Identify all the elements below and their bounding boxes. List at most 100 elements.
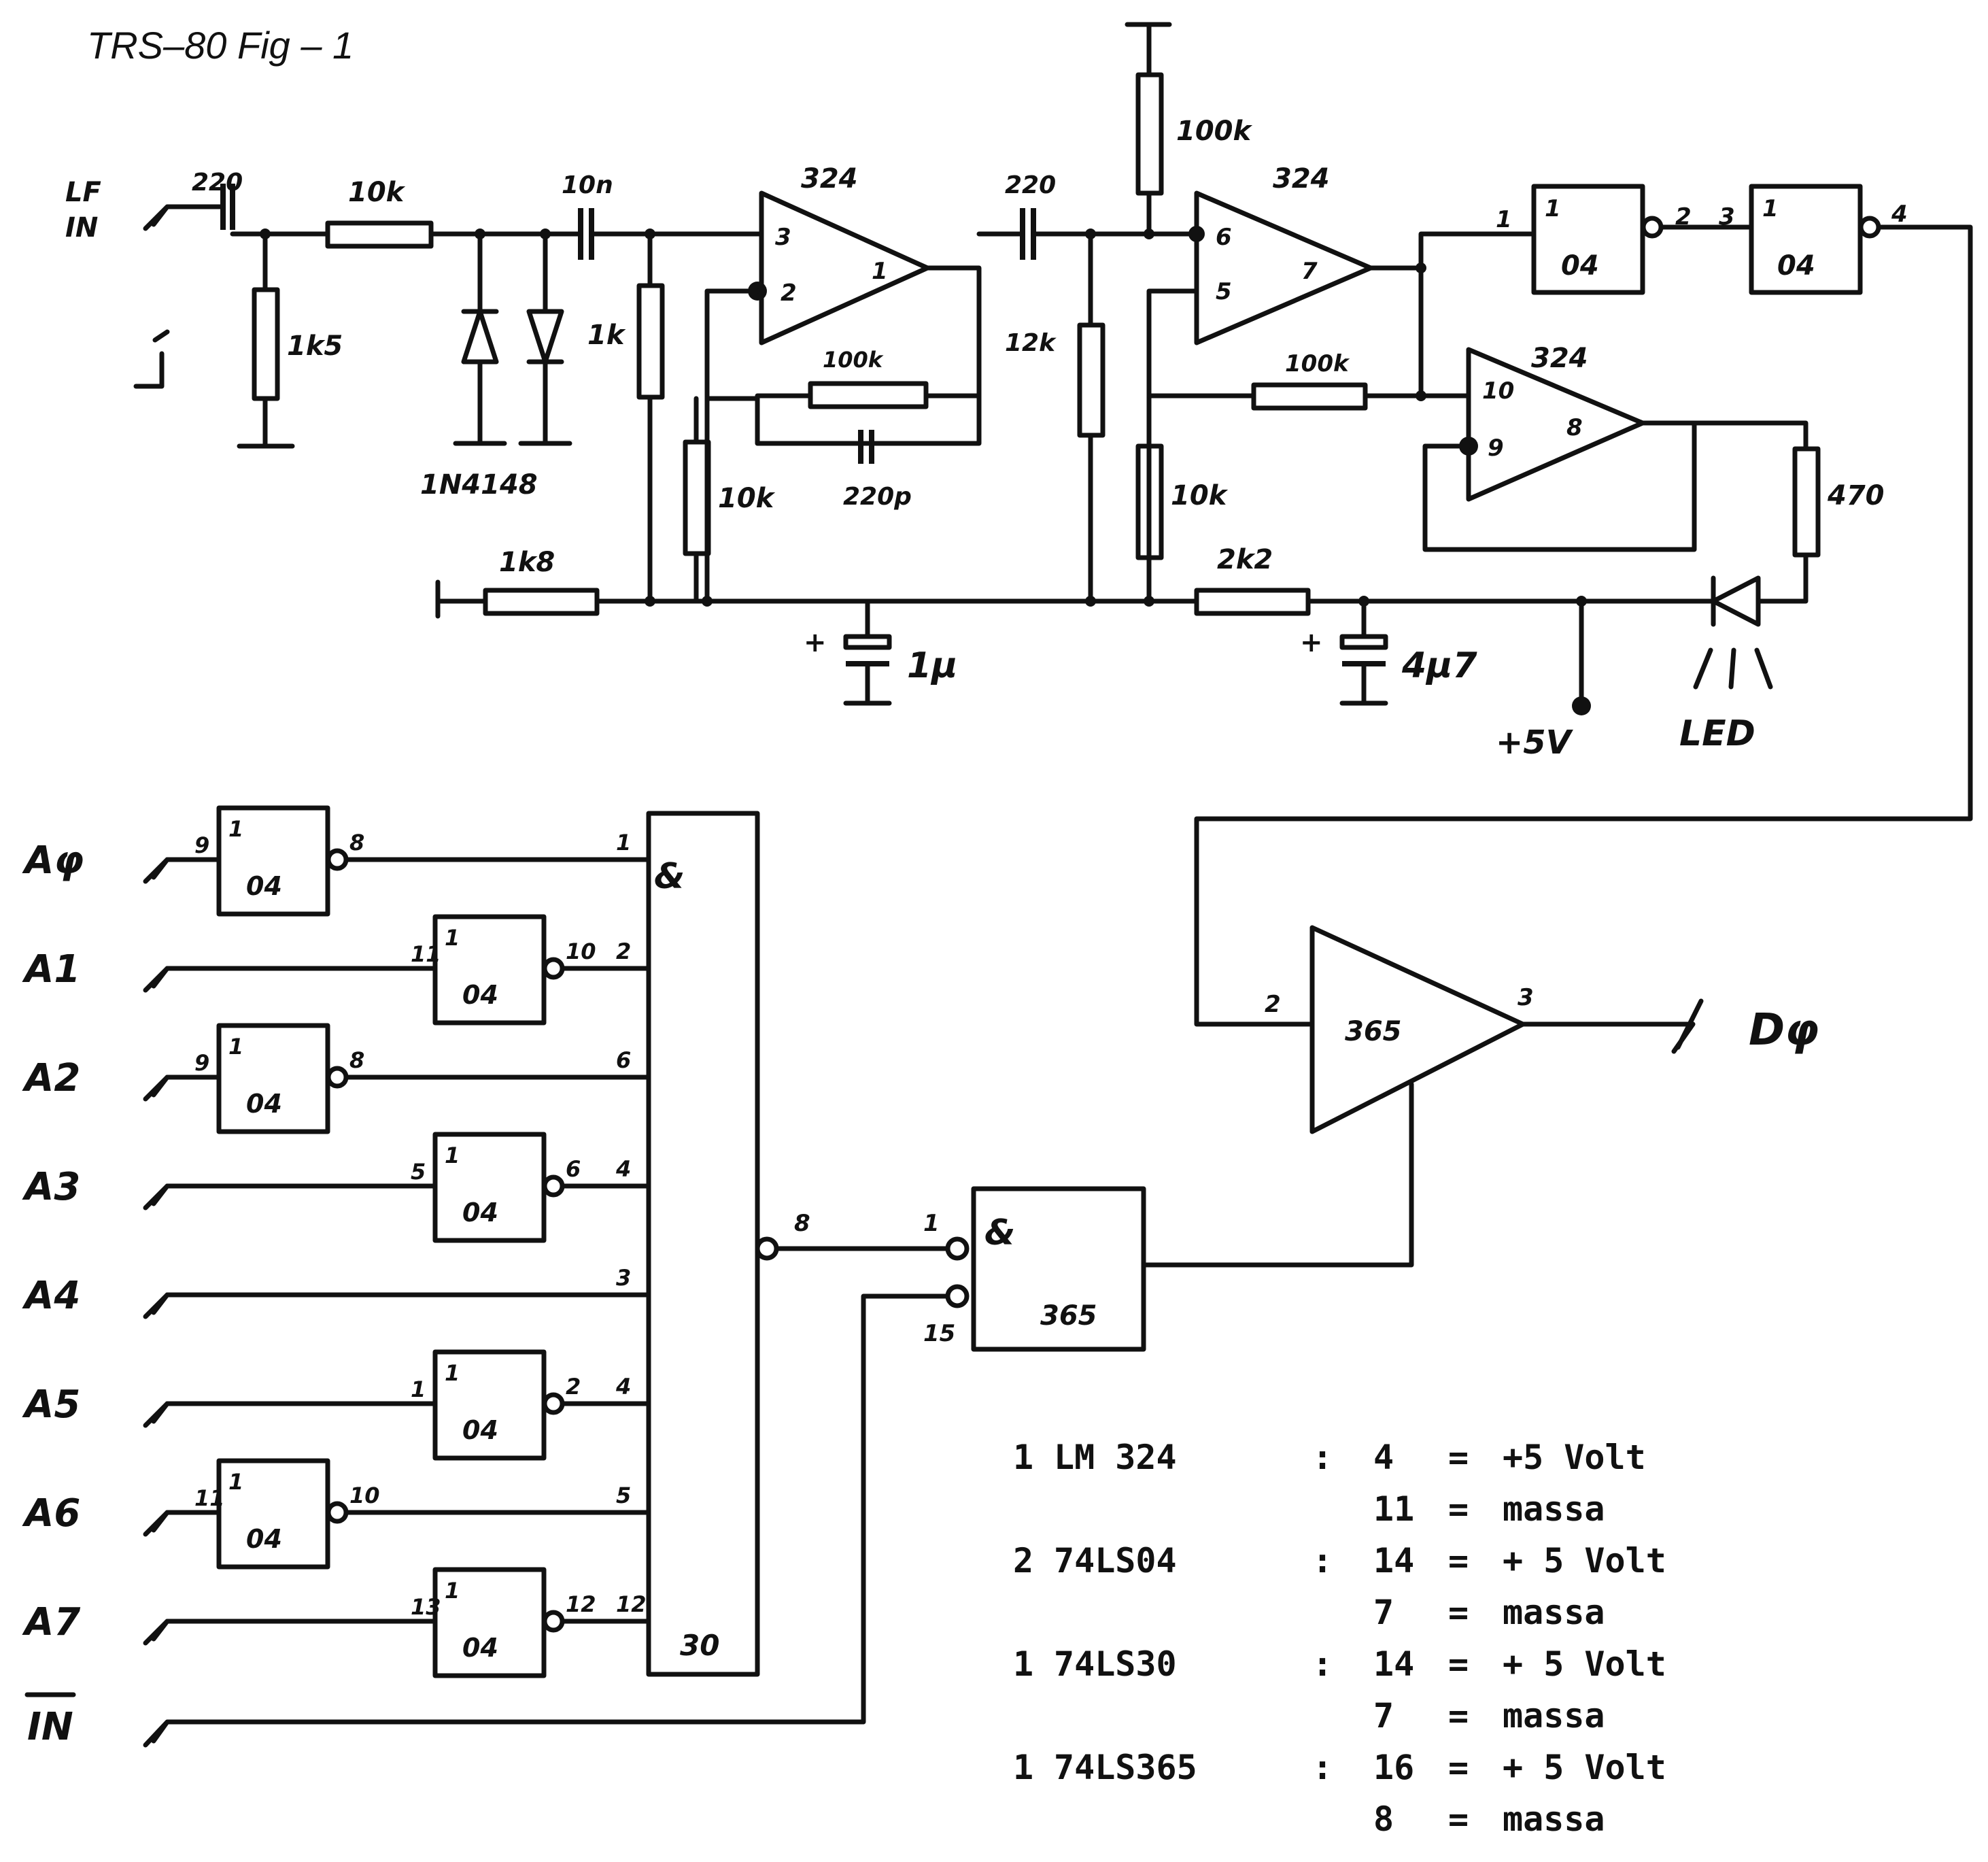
svg-text:10k: 10k <box>718 483 776 514</box>
svg-text:365: 365 <box>1345 1016 1402 1047</box>
output-label: Dφ <box>1749 1005 1819 1055</box>
svg-text:74LS04: 74LS04 <box>1054 1541 1177 1580</box>
resistor-1k-bias: 1k <box>587 228 665 604</box>
svg-text:1N4148: 1N4148 <box>420 469 538 501</box>
svg-text:1μ: 1μ <box>907 645 957 686</box>
address-label: A4 <box>22 1274 80 1318</box>
inverter-out-pin: 8 <box>349 1047 364 1073</box>
nand-input-pin: 12 <box>616 1591 647 1617</box>
svg-text:LED: LED <box>1679 713 1755 754</box>
nand-input-pin: 5 <box>616 1483 631 1508</box>
svg-text:1: 1 <box>228 1469 243 1495</box>
svg-text:74LS365: 74LS365 <box>1054 1748 1197 1787</box>
resistor-10k-series: 10k <box>325 177 583 249</box>
svg-text:04: 04 <box>246 1524 282 1554</box>
opamp-c: 324 10 9 8 <box>1416 265 1809 552</box>
analog-section: LF IN 220 1k5 10k 1N <box>65 22 1885 762</box>
svg-text:&: & <box>654 856 685 897</box>
note-row: 7=massa <box>1373 1696 1605 1736</box>
svg-text:&: & <box>984 1213 1015 1253</box>
resistor-10k-div: 10k <box>1135 443 1229 560</box>
svg-text:1: 1 <box>923 1210 940 1237</box>
svg-text:+: + <box>1300 627 1323 658</box>
svg-text:30: 30 <box>680 1629 719 1662</box>
input-capacitor: 220 <box>192 169 243 230</box>
svg-text:1k: 1k <box>587 320 626 351</box>
svg-text:04: 04 <box>462 1415 498 1445</box>
svg-text:1: 1 <box>872 258 888 285</box>
svg-text:04: 04 <box>462 1198 498 1228</box>
svg-text:1: 1 <box>445 1142 460 1168</box>
svg-text:100k: 100k <box>1285 350 1350 377</box>
svg-text:04: 04 <box>462 1633 498 1663</box>
note-row: 8=massa <box>1373 1799 1605 1839</box>
top-inverters: 1 1 04 2 3 1 04 4 <box>1194 184 1973 1027</box>
svg-text:8: 8 <box>1566 414 1583 441</box>
svg-text:1: 1 <box>1762 195 1779 222</box>
svg-text:7: 7 <box>1301 258 1318 285</box>
svg-text:04: 04 <box>1777 250 1815 282</box>
buffer-74ls365: 365 2 3 Dφ <box>1265 925 1819 1134</box>
svg-text:massa: massa <box>1503 1696 1605 1736</box>
svg-text:12k: 12k <box>1005 329 1057 357</box>
svg-text:04: 04 <box>246 1089 282 1119</box>
svg-text:1: 1 <box>445 1360 460 1386</box>
svg-text:1: 1 <box>445 1578 460 1604</box>
inverter-out-pin: 2 <box>566 1374 581 1400</box>
svg-text::: : <box>1312 1748 1333 1787</box>
svg-text:2: 2 <box>1675 203 1692 231</box>
svg-text:massa: massa <box>1503 1489 1605 1529</box>
svg-text:10k: 10k <box>1171 480 1229 511</box>
svg-text:1: 1 <box>1545 195 1561 222</box>
svg-text:=: = <box>1448 1593 1469 1632</box>
svg-text:3: 3 <box>1518 984 1534 1011</box>
svg-text:1: 1 <box>445 925 460 951</box>
resistor-10k-a: 10k <box>683 396 776 604</box>
note-row: 11=massa <box>1373 1489 1605 1529</box>
svg-text:324: 324 <box>1273 163 1330 194</box>
figure-title: TRS–80 Fig – 1 <box>87 24 354 67</box>
inverter-out-pin: 10 <box>566 938 596 964</box>
svg-text:=: = <box>1448 1541 1469 1580</box>
svg-text:+ 5 Volt: + 5 Volt <box>1503 1541 1666 1580</box>
svg-text:1: 1 <box>228 816 243 842</box>
inverter-out-pin: 8 <box>349 830 364 856</box>
inverter-in-pin: 9 <box>194 1050 209 1076</box>
svg-text:1: 1 <box>1013 1438 1033 1477</box>
lf-input-connector: LF IN <box>65 177 226 389</box>
svg-text:365: 365 <box>1040 1300 1097 1332</box>
svg-text:2: 2 <box>781 280 797 307</box>
led: LED <box>1679 575 1795 754</box>
address-label: A5 <box>22 1383 80 1427</box>
svg-text::: : <box>1312 1541 1333 1580</box>
svg-text:15: 15 <box>923 1320 955 1347</box>
svg-text:1k8: 1k8 <box>499 547 555 578</box>
svg-text:10: 10 <box>1482 377 1514 405</box>
svg-text:1: 1 <box>1013 1644 1033 1684</box>
gate-74ls365: & 365 15 <box>923 1081 1414 1352</box>
svg-text:1: 1 <box>1496 206 1512 233</box>
diode-pair: 1N4148 <box>420 228 572 501</box>
address-label: A1 <box>22 947 80 992</box>
opamp-b: 324 6 5 7 <box>1146 163 1424 604</box>
svg-text:220: 220 <box>192 169 243 197</box>
svg-text:14: 14 <box>1373 1541 1414 1580</box>
svg-text:324: 324 <box>1531 343 1588 374</box>
nand-input-pin: 4 <box>615 1156 631 1182</box>
svg-text:1: 1 <box>1013 1748 1033 1787</box>
capacitor-10n: 10n <box>562 171 764 260</box>
in-label: IN <box>65 212 98 243</box>
inverter-in-pin: 5 <box>411 1159 426 1185</box>
svg-text:3: 3 <box>775 224 791 251</box>
in-control-label: IN <box>27 1705 73 1749</box>
svg-text:+5V: +5V <box>1496 724 1574 762</box>
svg-text:=: = <box>1448 1696 1469 1736</box>
